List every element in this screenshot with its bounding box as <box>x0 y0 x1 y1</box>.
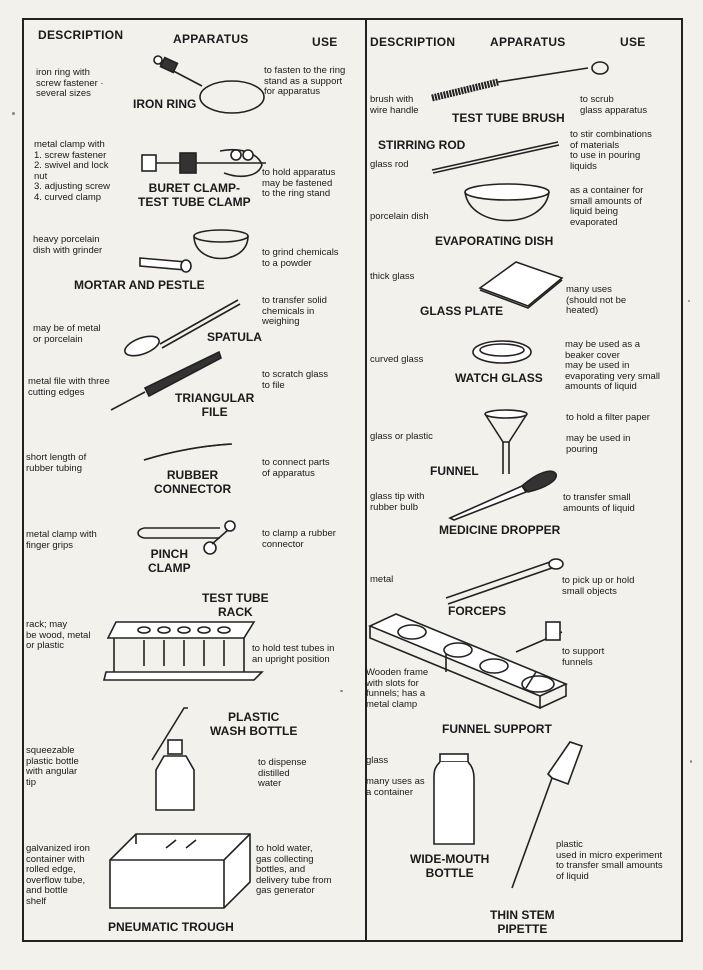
speck <box>340 690 343 692</box>
evaporating-dish-icon <box>464 183 550 222</box>
spatula-icon <box>124 299 241 357</box>
pneumatic-trough-icon <box>109 833 251 909</box>
wash-bottle-use: to dispense distilled water <box>258 757 307 789</box>
spatula-use: to transfer solid chemicals in weighing <box>262 295 327 327</box>
pneumatic-trough-name: PNEUMATIC TROUGH <box>108 920 234 934</box>
table-frame <box>22 18 683 942</box>
triangular-file-icon <box>110 350 222 411</box>
medicine-dropper-use: to transfer small amounts of liquid <box>563 492 635 514</box>
buret-clamp-use: to hold apparatus may be fastened to the… <box>262 167 336 199</box>
thin-stem-pipette-use: plastic used in micro experiment to tran… <box>556 839 663 882</box>
triangular-file-name: TRIANGULAR FILE <box>175 391 255 419</box>
right-header-use: USE <box>620 35 646 49</box>
pinch-clamp-icon <box>137 520 236 555</box>
medicine-dropper-description: glass tip with rubber bulb <box>370 491 425 513</box>
forceps-use: to pick up or hold small objects <box>562 575 635 597</box>
triangular-file-description: metal file with three cutting edges <box>28 376 110 398</box>
stirring-rod-use: to stir combinations of materials to use… <box>570 129 652 172</box>
iron-ring-use: to fasten to the ring stand as a support… <box>264 65 346 97</box>
wash-bottle-name: PLASTIC WASH BOTTLE <box>210 710 298 738</box>
watch-glass-name: WATCH GLASS <box>455 371 543 385</box>
spatula-name: SPATULA <box>207 330 262 344</box>
iron-ring-name: IRON RING <box>133 97 197 111</box>
pneumatic-trough-use: to hold water, gas collecting bottles, a… <box>256 843 332 896</box>
pinch-clamp-name: PINCH CLAMP <box>148 547 191 575</box>
rubber-connector-use: to connect parts of apparatus <box>262 457 330 479</box>
glass-plate-description: thick glass <box>370 271 415 282</box>
rubber-connector-name: RUBBER CONNECTOR <box>154 468 232 496</box>
test-tube-brush-use: to scrub glass apparatus <box>580 94 648 116</box>
funnel-support-use: to support funnels <box>562 646 605 668</box>
stirring-rod-name: STIRRING ROD <box>378 138 466 152</box>
buret-clamp-icon <box>141 149 266 178</box>
stirring-rod-icon <box>431 141 560 174</box>
wash-bottle-icon <box>151 707 195 811</box>
forceps-description: metal <box>370 574 394 585</box>
speck <box>690 760 692 763</box>
rubber-connector-description: short length of rubber tubing <box>26 452 87 474</box>
medicine-dropper-icon <box>448 470 557 521</box>
spatula-description: may be of metal or porcelain <box>33 323 101 345</box>
evaporating-dish-name: EVAPORATING DISH <box>435 234 554 248</box>
right-header-apparatus: APPARATUS <box>490 35 566 49</box>
speck <box>688 300 690 302</box>
watch-glass-description: curved glass <box>370 354 424 365</box>
medicine-dropper-name: MEDICINE DROPPER <box>439 523 561 537</box>
left-header-use: USE <box>312 35 338 49</box>
evaporating-dish-description: porcelain dish <box>370 211 429 222</box>
column-divider <box>365 18 367 940</box>
wide-mouth-bottle-description: glass many uses as a container <box>366 755 425 798</box>
buret-clamp-name: BURET CLAMP- TEST TUBE CLAMP <box>138 181 251 209</box>
test-tube-brush-name: TEST TUBE BRUSH <box>452 111 565 125</box>
left-header-description: DESCRIPTION <box>38 28 124 42</box>
pinch-clamp-description: metal clamp with finger grips <box>26 529 97 551</box>
funnel-support-icon <box>368 613 568 710</box>
funnel-description: glass or plastic <box>370 431 433 442</box>
pinch-clamp-use: to clamp a rubber connector <box>262 528 336 550</box>
iron-ring-description: iron ring with screw fastener · several … <box>36 67 104 99</box>
wash-bottle-description: squeezable plastic bottle with angular t… <box>26 745 79 788</box>
test-tube-rack-name: TEST TUBE RACK <box>202 591 269 619</box>
right-header-description: DESCRIPTION <box>370 35 456 49</box>
watch-glass-icon <box>472 340 532 364</box>
thin-stem-pipette-name: THIN STEM PIPETTE <box>490 908 555 936</box>
funnel-use: to hold a filter paper may be used in po… <box>566 412 650 455</box>
rubber-connector-icon <box>143 443 233 461</box>
watch-glass-use: may be used as a beaker cover may be use… <box>565 339 661 392</box>
mortar-pestle-description: heavy porcelain dish with grinder <box>33 234 103 256</box>
test-tube-rack-use: to hold test tubes in an upright positio… <box>252 643 335 665</box>
test-tube-brush-icon <box>431 61 609 102</box>
funnel-icon <box>484 409 528 474</box>
mortar-pestle-icon <box>139 229 249 273</box>
funnel-name: FUNNEL <box>430 464 479 478</box>
mortar-pestle-use: to grind chemicals to a powder <box>262 247 339 269</box>
glass-plate-use: many uses (should not be heated) <box>566 284 627 316</box>
mortar-pestle-name: MORTAR AND PESTLE <box>74 278 205 292</box>
test-tube-rack-description: rack; may be wood, metal or plastic <box>26 619 91 651</box>
wide-mouth-bottle-name: WIDE-MOUTH BOTTLE <box>410 852 490 880</box>
stirring-rod-description: glass rod <box>370 159 409 170</box>
wide-mouth-bottle-icon <box>433 753 475 845</box>
speck <box>12 112 15 115</box>
pneumatic-trough-description: galvanized iron container with rolled ed… <box>26 843 90 907</box>
glass-plate-name: GLASS PLATE <box>420 304 504 318</box>
test-tube-brush-description: brush with wire handle <box>370 94 419 116</box>
forceps-icon <box>445 558 564 605</box>
thin-stem-pipette-icon <box>511 741 584 889</box>
glass-plate-icon <box>478 261 564 309</box>
buret-clamp-description: metal clamp with 1. screw fastener 2. sw… <box>34 139 111 203</box>
iron-ring-icon <box>153 55 265 114</box>
test-tube-rack-icon <box>102 621 264 681</box>
left-header-apparatus: APPARATUS <box>173 32 249 46</box>
forceps-name: FORCEPS <box>448 604 507 618</box>
evaporating-dish-use: as a container for small amounts of liqu… <box>570 185 644 228</box>
funnel-support-name: FUNNEL SUPPORT <box>442 722 552 736</box>
triangular-file-use: to scratch glass to file <box>262 369 328 391</box>
funnel-support-description: Wooden frame with slots for funnels; has… <box>366 667 429 710</box>
